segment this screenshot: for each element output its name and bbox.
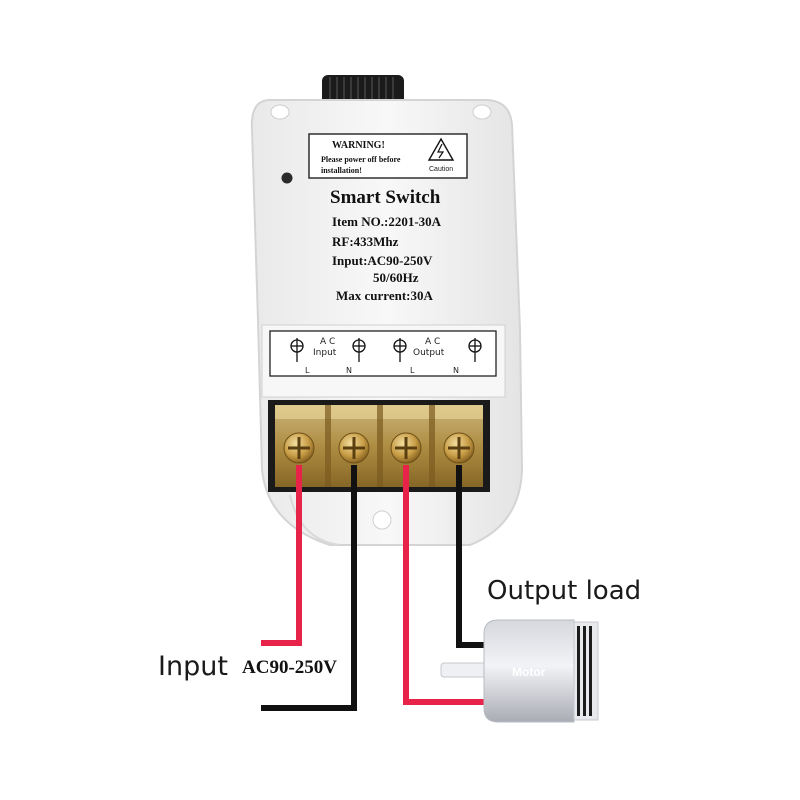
pin-label-3: L: [410, 366, 415, 375]
terminal-legend: A C Input A C Output L N L N: [261, 324, 506, 398]
warning-title: WARNING!: [332, 140, 385, 151]
max-current: Max current:30A: [336, 288, 433, 303]
input-group-label: Input: [313, 348, 337, 358]
mount-hole-bottom: [372, 510, 392, 530]
pin-label-4: N: [453, 366, 459, 375]
frequency-rating: 50/60Hz: [373, 270, 419, 285]
mount-hole-left: [270, 104, 290, 120]
pin-label-1: L: [305, 366, 310, 375]
warning-label: WARNING! Please power off before install…: [308, 133, 468, 179]
product-name: Smart Switch: [330, 187, 441, 208]
item-number: Item NO.:2201-30A: [332, 214, 442, 229]
high-voltage-icon: [427, 137, 455, 161]
screw-symbol-3: [393, 338, 407, 362]
output-live-wire: [403, 465, 498, 705]
warning-line2: installation!: [321, 166, 362, 175]
mount-hole-right: [472, 104, 492, 120]
product-info: Smart Switch Item NO.:2201-30A RF:433Mhz…: [330, 187, 442, 303]
output-group-label: Output: [413, 348, 445, 358]
caution-text: Caution: [429, 166, 453, 173]
output-group-ac: A C: [425, 337, 440, 347]
input-label: Input: [158, 651, 228, 682]
output-load-label: Output load: [487, 576, 642, 606]
rf-frequency: RF:433Mhz: [332, 234, 399, 249]
input-voltage-label: AC90-250V: [242, 657, 337, 678]
motor: Motor: [440, 619, 599, 723]
screw-symbol-4: [468, 338, 482, 362]
screw-symbol-1: [290, 338, 304, 362]
terminal-screw-2: [338, 432, 370, 464]
terminal-screw-3: [390, 432, 422, 464]
input-neutral-wire: [261, 465, 357, 711]
input-group-ac: A C: [320, 337, 335, 347]
terminal-screw-4: [443, 432, 475, 464]
pin-label-2: N: [346, 366, 352, 375]
terminal-block: [268, 400, 490, 492]
led-indicator: [281, 172, 293, 184]
input-live-wire: [261, 465, 302, 646]
motor-label: Motor: [512, 665, 546, 679]
terminal-screw-1: [283, 432, 315, 464]
screw-symbol-2: [352, 338, 366, 362]
warning-line1: Please power off before: [321, 155, 401, 164]
input-rating: Input:AC90-250V: [332, 253, 433, 268]
